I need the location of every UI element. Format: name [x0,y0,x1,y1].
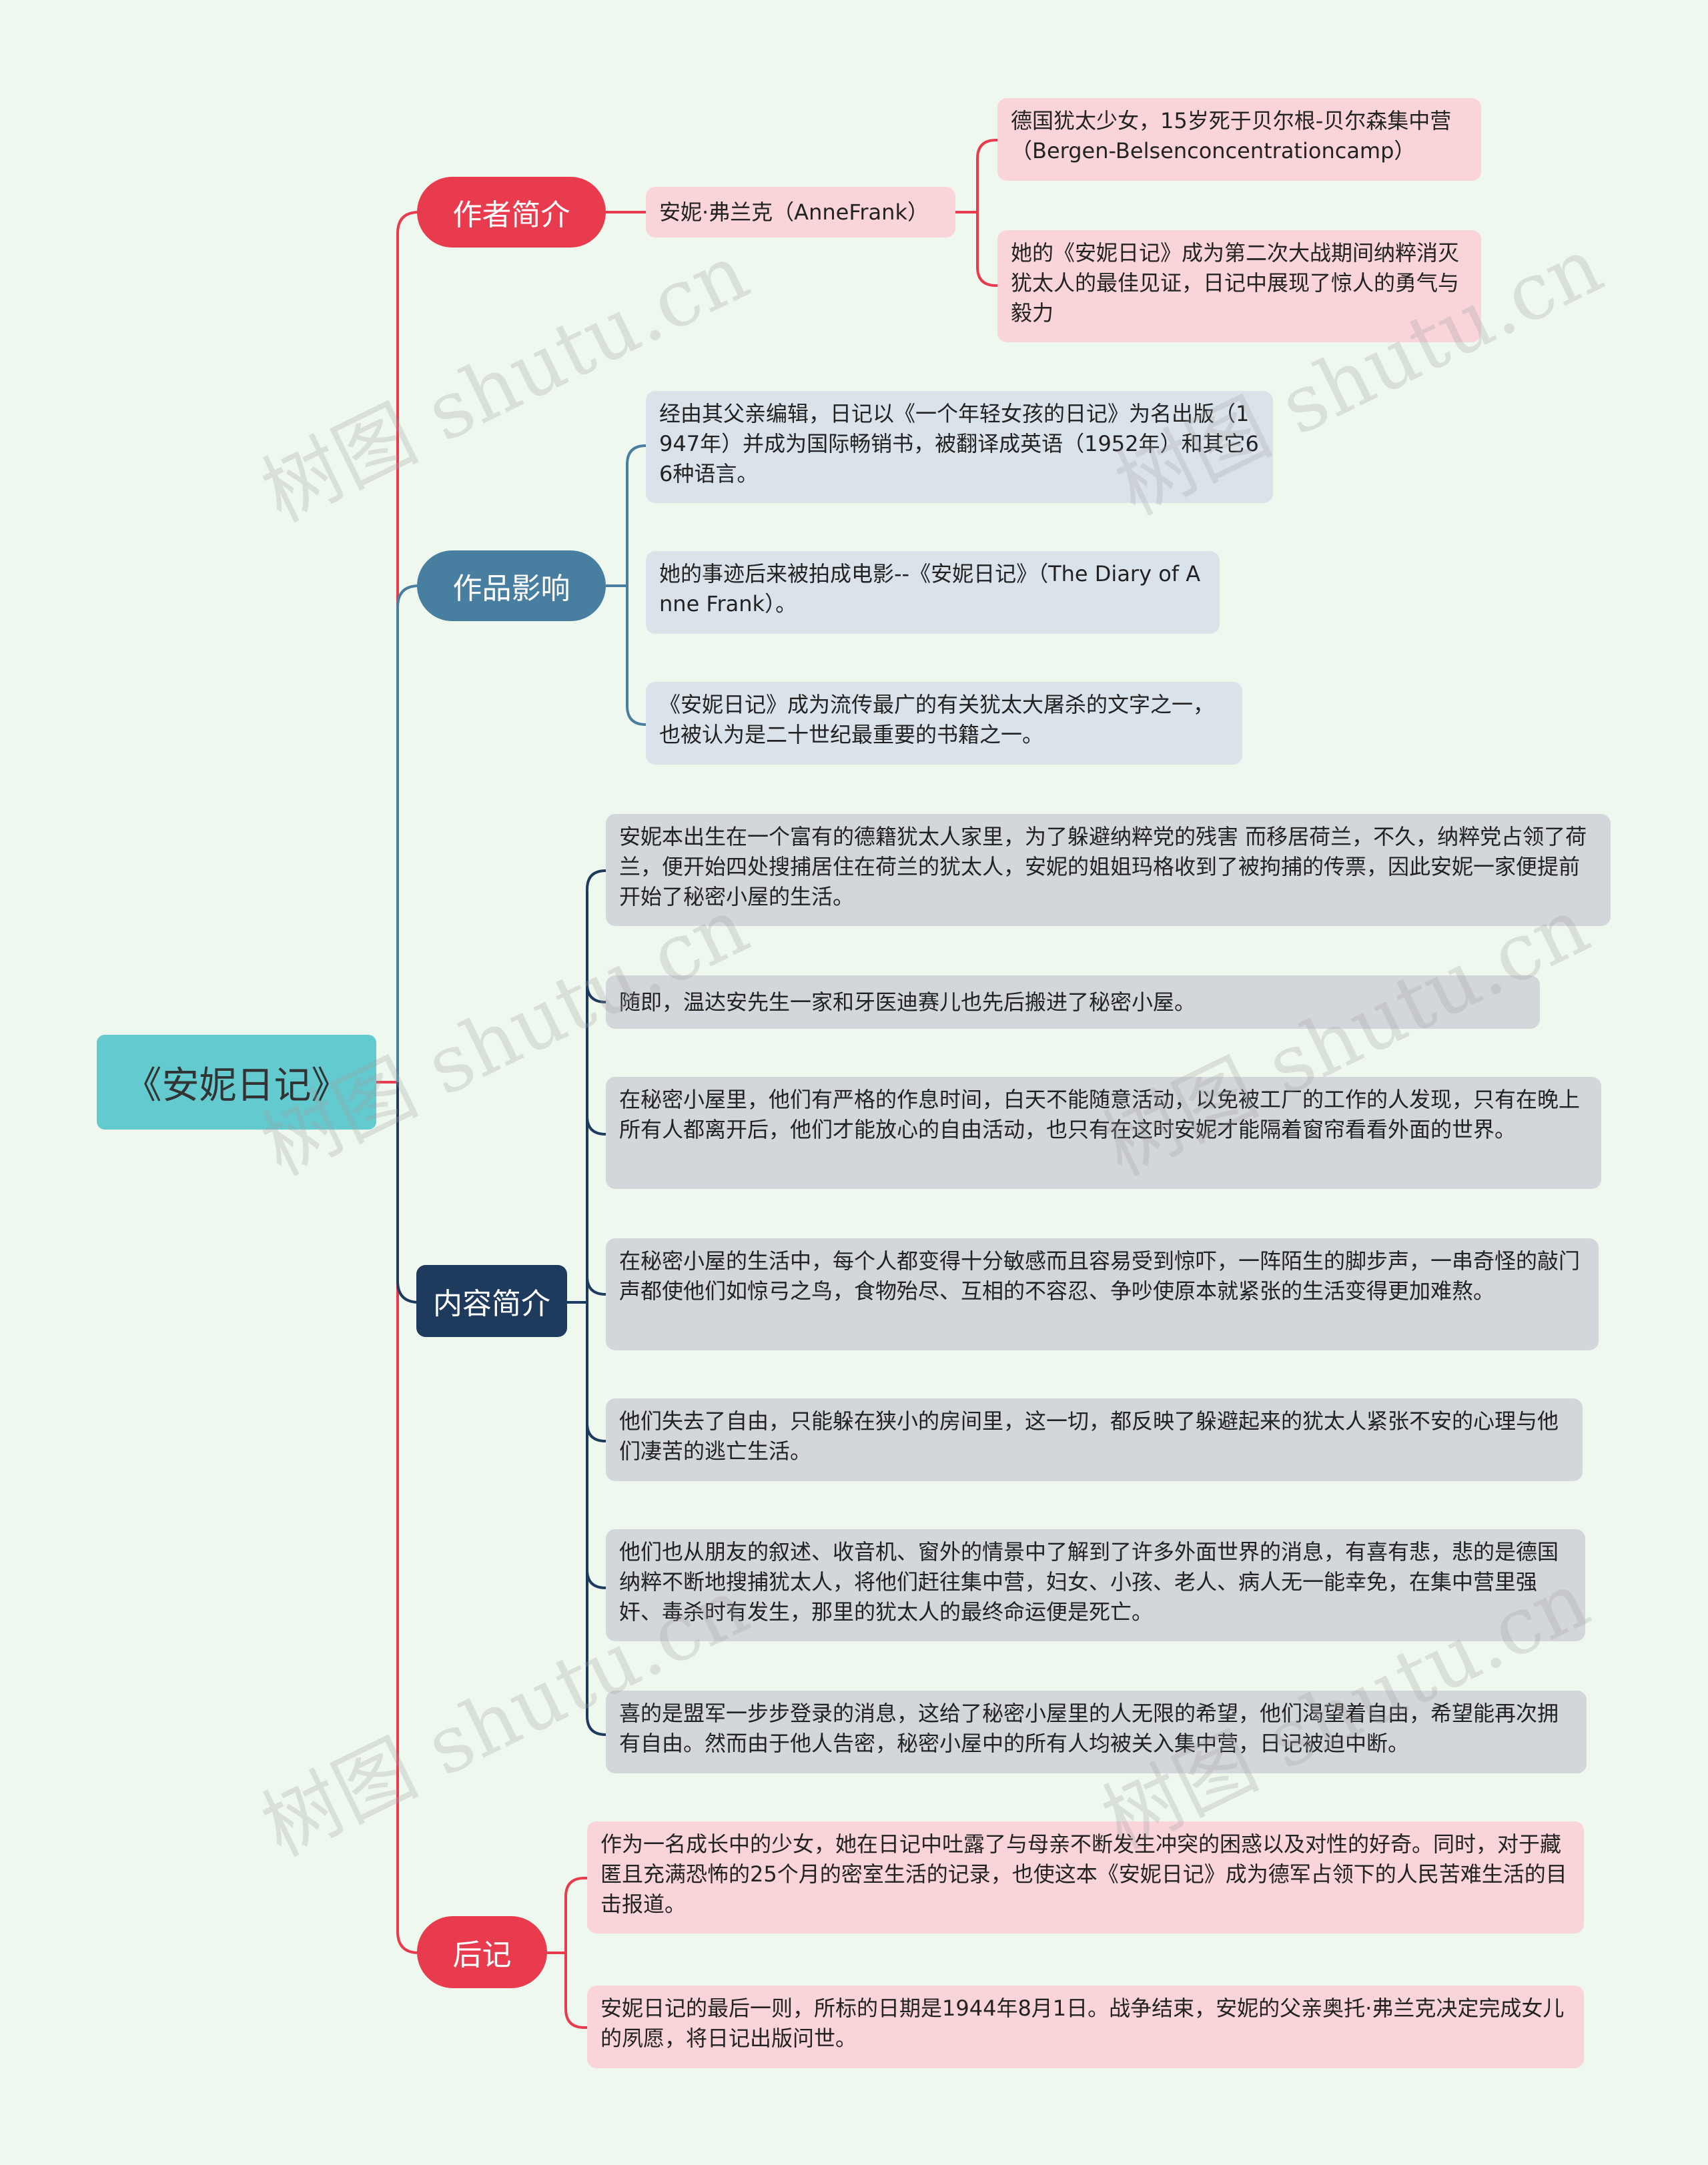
author-detail-1[interactable]: 德国犹太少女，15岁死于贝尔根-贝尔森集中营（Bergen-Belsenconc… [997,98,1481,181]
impact-item-3[interactable]: 《安妮日记》成为流传最广的有关犹太大屠杀的文字之一，也被认为是二十世纪最重要的书… [646,682,1242,765]
branch-afterword[interactable]: 后记 [417,1916,547,1988]
afterword-item-2[interactable]: 安妮日记的最后一则，所标的日期是1944年8月1日。战争结束，安妮的父亲奥托·弗… [587,1986,1584,2068]
author-detail-2[interactable]: 她的《安妮日记》成为第二次大战期间纳粹消灭犹太人的最佳见证，日记中展现了惊人的勇… [997,230,1481,342]
content-item-3[interactable]: 在秘密小屋里，他们有严格的作息时间，白天不能随意活动，以免被工厂的工作的人发现，… [606,1077,1601,1189]
content-item-6[interactable]: 他们也从朋友的叙述、收音机、窗外的情景中了解到了许多外面世界的消息，有喜有悲，悲… [606,1529,1585,1641]
root-topic[interactable]: 《安妮日记》 [97,1035,376,1130]
content-item-7[interactable]: 喜的是盟军一步步登录的消息，这给了秘密小屋里的人无限的希望，他们渴望着自由，希望… [606,1691,1587,1773]
content-item-2[interactable]: 随即，温达安先生一家和牙医迪赛儿也先后搬进了秘密小屋。 [606,975,1540,1029]
impact-item-2[interactable]: 她的事迹后来被拍成电影--《安妮日记》（The Diary of Anne Fr… [646,551,1220,634]
branch-impact[interactable]: 作品影响 [417,550,606,621]
content-item-4[interactable]: 在秘密小屋的生活中，每个人都变得十分敏感而且容易受到惊吓，一阵陌生的脚步声，一串… [606,1238,1599,1350]
branch-author[interactable]: 作者简介 [417,177,606,248]
impact-item-1[interactable]: 经由其父亲编辑，日记以《一个年轻女孩的日记》为名出版（1947年）并成为国际畅销… [646,391,1273,503]
content-item-1[interactable]: 安妮本出生在一个富有的德籍犹太人家里，为了躲避纳粹党的残害 而移居荷兰，不久，纳… [606,814,1611,926]
afterword-item-1[interactable]: 作为一名成长中的少女，她在日记中吐露了与母亲不断发生冲突的困惑以及对性的好奇。同… [587,1821,1584,1933]
author-name[interactable]: 安妮·弗兰克（AnneFrank） [646,187,955,238]
content-item-5[interactable]: 他们失去了自由，只能躲在狭小的房间里，这一切，都反映了躲避起来的犹太人紧张不安的… [606,1398,1583,1481]
branch-content[interactable]: 内容简介 [416,1265,567,1337]
